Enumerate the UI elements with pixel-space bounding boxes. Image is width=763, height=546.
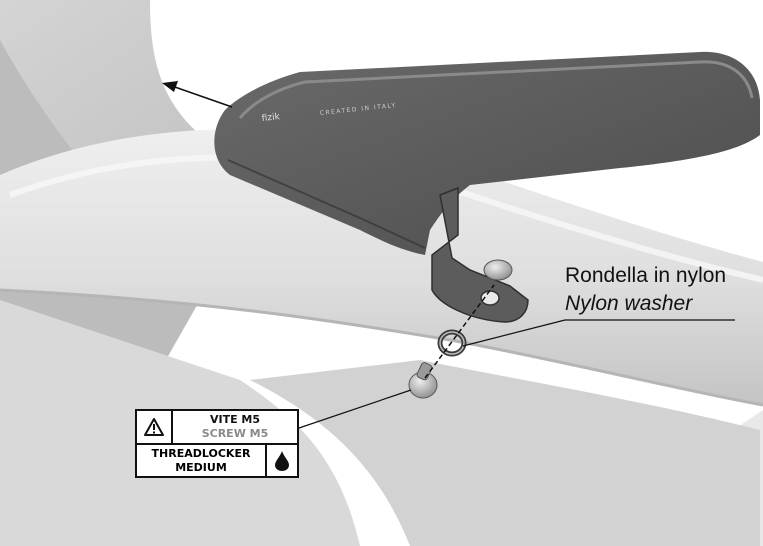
washer-callout-italian: Rondella in nylon xyxy=(565,264,727,287)
spec-box-top-row: VITE M5 SCREW M5 xyxy=(137,411,297,445)
screw-spec-english: SCREW M5 xyxy=(201,427,269,440)
screw-spec-italian: VITE M5 xyxy=(209,413,261,426)
assembly-axis-line xyxy=(424,284,495,379)
threadlocker-cell: THREADLOCKER MEDIUM xyxy=(137,445,267,476)
chain-guard-top-ridge xyxy=(238,60,754,119)
washer-callout-english: Nylon washer xyxy=(565,292,693,315)
chain-guard-fold xyxy=(227,159,426,249)
screw-m5 xyxy=(408,362,438,399)
threadlocker-strength: MEDIUM xyxy=(175,461,227,474)
mounting-bracket xyxy=(431,186,529,323)
threadlocker-label: THREADLOCKER xyxy=(151,447,251,460)
liquid-drop-icon xyxy=(275,450,289,471)
warning-cell xyxy=(137,411,173,443)
screw-leader-line xyxy=(298,389,412,429)
drop-cell xyxy=(267,445,297,476)
nylon-washer-highlight xyxy=(439,331,465,355)
screw-spec-box: VITE M5 SCREW M5 THREADLOCKER MEDIUM xyxy=(135,409,299,478)
guard-brand-logo: fizik xyxy=(261,112,281,124)
screw-spec-cell: VITE M5 SCREW M5 xyxy=(173,411,297,443)
frame-down-tube xyxy=(250,360,760,546)
washer-leader-line xyxy=(462,319,566,347)
direction-arrow-icon xyxy=(162,81,233,108)
frame-tube-edge xyxy=(0,288,763,407)
warning-triangle-icon xyxy=(144,418,164,436)
chain-guard-body xyxy=(214,51,760,255)
frame-main-tube xyxy=(0,129,763,405)
frame-boss xyxy=(483,259,513,281)
